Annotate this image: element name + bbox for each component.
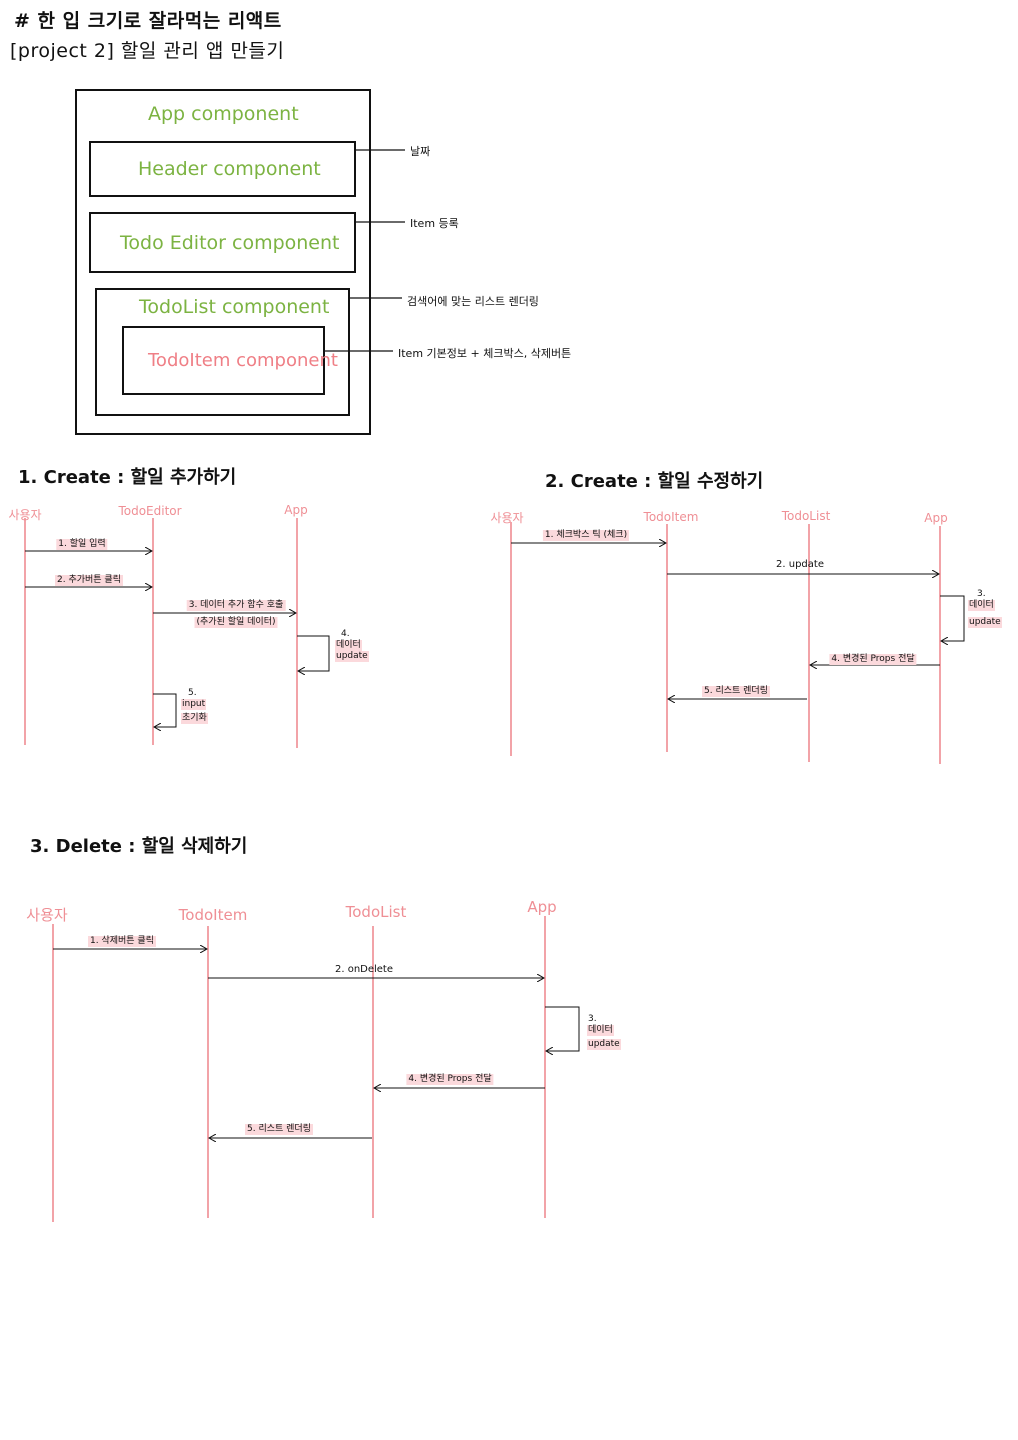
seq1-self-editor-num: 5. bbox=[188, 688, 197, 698]
seq3-actor-user: 사용자 bbox=[26, 906, 68, 924]
seq2-msg-2: 2. update bbox=[776, 559, 824, 570]
project-subtitle: [project 2] 할일 관리 앱 만들기 bbox=[10, 40, 285, 62]
seq1-self-app-l2: update bbox=[335, 651, 369, 662]
item-note: Item 기본정보 + 체크박스, 삭제버튼 bbox=[398, 347, 572, 360]
seq2-actor-app: App bbox=[924, 511, 948, 525]
editor-note: Item 등록 bbox=[410, 217, 459, 230]
seq2-self-app: 3. 데이터 update bbox=[968, 589, 1002, 628]
seq1-lifelines bbox=[24, 518, 298, 748]
seq2-self-app-l1: 데이터 bbox=[968, 600, 995, 611]
seq1-actor-editor: TodoEditor bbox=[118, 504, 182, 518]
seq1-self-app-l1: 데이터 bbox=[335, 640, 362, 651]
todo-editor-component-box bbox=[89, 212, 356, 273]
seq3-self-app-num: 3. bbox=[588, 1014, 597, 1024]
section-2-title: 2. Create : 할일 수정하기 bbox=[545, 471, 764, 492]
seq3-actor-app: App bbox=[527, 898, 557, 916]
seq1-self-editor: 5. input 초기화 bbox=[181, 688, 208, 724]
seq2-self-app-num: 3. bbox=[977, 589, 986, 599]
seq2-actor-list: TodoList bbox=[781, 509, 831, 523]
seq1-msg-3-sub: (추가된 할일 데이터) bbox=[194, 617, 278, 628]
header-component-box bbox=[89, 141, 356, 197]
header-note: 날짜 bbox=[410, 145, 431, 158]
seq3-lifelines bbox=[52, 916, 546, 1222]
app-component-label: App component bbox=[148, 103, 299, 125]
seq3-actor-item: TodoItem bbox=[178, 906, 248, 924]
section-3-title: 3. Delete : 할일 삭제하기 bbox=[30, 836, 248, 857]
seq3-actor-list: TodoList bbox=[345, 903, 407, 921]
seq1-self-app: 4. 데이터 update bbox=[335, 629, 369, 662]
list-note: 검색어에 맞는 리스트 렌더링 bbox=[407, 295, 539, 308]
todo-item-component-box bbox=[122, 326, 325, 395]
seq2-lifelines bbox=[510, 522, 941, 764]
seq2-actor-user: 사용자 bbox=[490, 511, 524, 525]
seq3-self-app-l2: update bbox=[587, 1039, 621, 1050]
seq3-msg-5: 5. 리스트 렌더링 bbox=[245, 1124, 313, 1135]
page-title: # 한 입 크기로 잘라먹는 리액트 bbox=[14, 10, 282, 32]
todo-list-component-box bbox=[95, 288, 350, 416]
seq3-msg-1: 1. 삭제버튼 클릭 bbox=[88, 936, 156, 947]
seq3-self-app-l1: 데이터 bbox=[587, 1025, 614, 1036]
seq1-msg-2: 2. 추가버튼 클릭 bbox=[55, 575, 123, 586]
seq1-actor-user: 사용자 bbox=[8, 508, 42, 522]
seq1-self-app-num: 4. bbox=[341, 629, 350, 639]
seq3-self-app: 3. 데이터 update bbox=[587, 1014, 621, 1050]
seq1-actor-app: App bbox=[284, 503, 308, 517]
seq3-msg-4: 4. 변경된 Props 전달 bbox=[406, 1074, 494, 1085]
header-component-label: Header component bbox=[138, 158, 321, 180]
section-1-title: 1. Create : 할일 추가하기 bbox=[18, 467, 237, 488]
seq2-msg-4: 4. 변경된 Props 전달 bbox=[829, 654, 917, 665]
todo-item-component-label: TodoItem component bbox=[148, 350, 338, 371]
seq3-msg-2: 2. onDelete bbox=[334, 964, 394, 975]
todo-list-component-label: TodoList component bbox=[139, 296, 330, 318]
seq1-self-editor-l2: 초기화 bbox=[181, 713, 208, 724]
seq2-actor-item: TodoItem bbox=[643, 510, 699, 524]
seq2-msg-1: 1. 체크박스 틱 (체크) bbox=[542, 530, 630, 541]
seq1-msg-1: 1. 할일 입력 bbox=[56, 539, 108, 550]
app-component-box bbox=[75, 89, 371, 435]
seq1-self-editor-l1: input bbox=[181, 699, 207, 710]
seq2-self-app-l2: update bbox=[968, 617, 1002, 628]
seq1-msg-3: 3. 데이터 추가 함수 호출 bbox=[186, 600, 286, 611]
todo-editor-component-label: Todo Editor component bbox=[120, 232, 340, 254]
seq2-msg-5: 5. 리스트 렌더링 bbox=[702, 686, 770, 697]
